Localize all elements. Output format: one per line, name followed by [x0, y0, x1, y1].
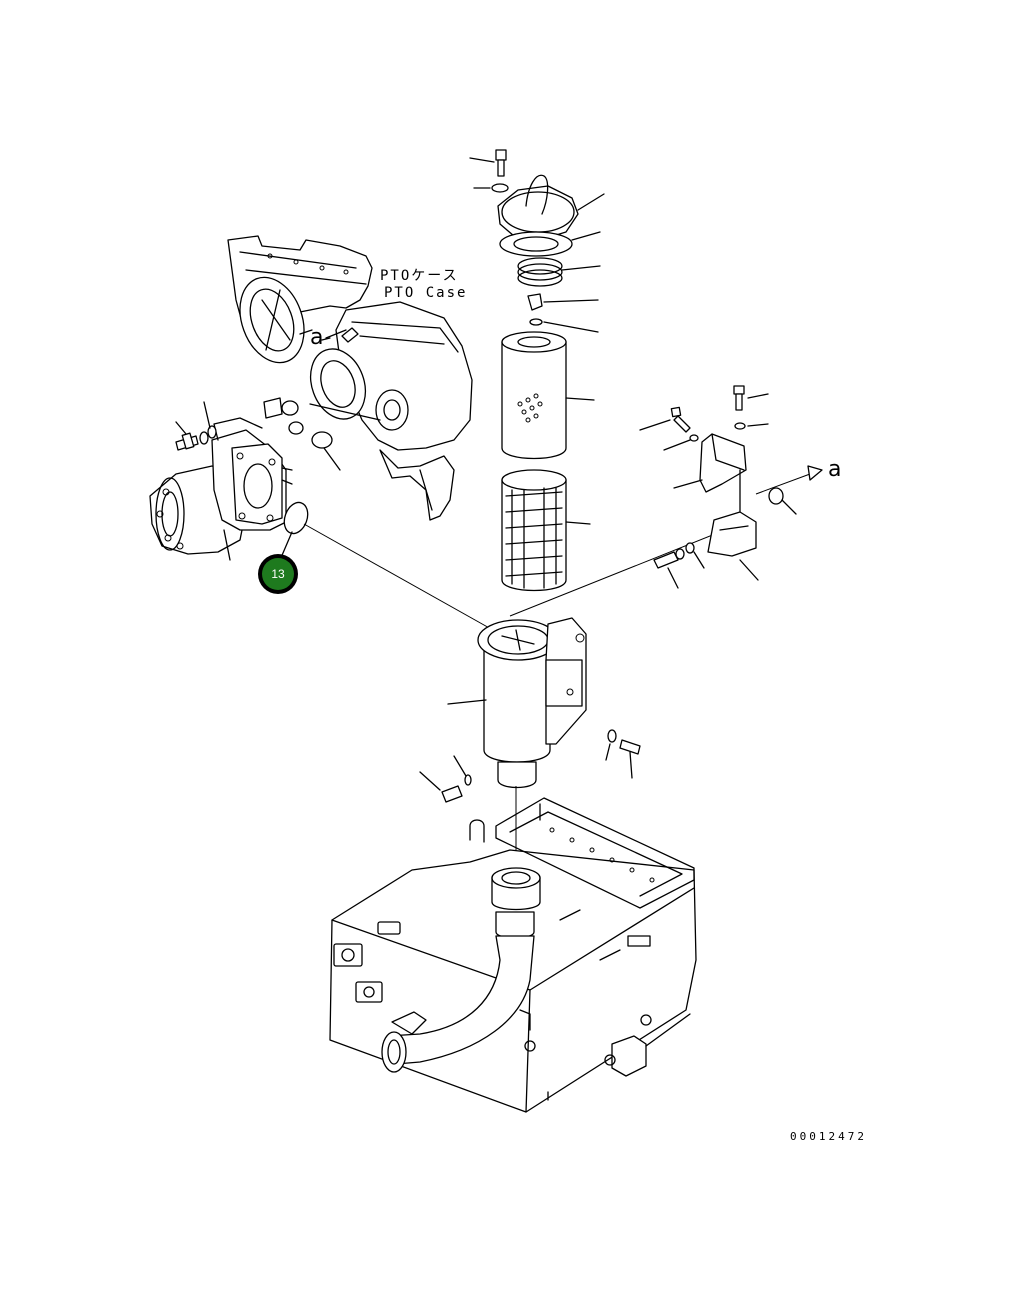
- hydraulic-tank: [329, 797, 697, 1113]
- pto-case: [227, 235, 473, 521]
- pto-case-label-en: PTO Case: [384, 285, 467, 301]
- reference-a-right: a: [828, 457, 841, 482]
- callout-13-badge: [262, 558, 294, 590]
- housing-side-bolt: [605, 729, 641, 779]
- mounting-bracket: [639, 385, 823, 589]
- filter-housing: [447, 519, 751, 878]
- gaskets-near-pto: [263, 397, 381, 471]
- callout-13[interactable]: 13: [258, 554, 298, 594]
- pump-mounting-bolt: [175, 401, 217, 451]
- filter-cap-assembly: [469, 149, 605, 333]
- housing-bottom-bolt: [419, 755, 472, 803]
- o-ring: [283, 501, 309, 535]
- drawing-number: 00012472: [790, 1130, 867, 1143]
- filter-element-outer: [501, 331, 595, 460]
- reference-a-left: a: [310, 325, 323, 350]
- pto-case-label-jp: PTOケース: [380, 268, 459, 284]
- filter-element-inner: [501, 469, 591, 592]
- hydraulic-pump: [149, 417, 293, 561]
- callout-13-number: 13: [271, 567, 285, 581]
